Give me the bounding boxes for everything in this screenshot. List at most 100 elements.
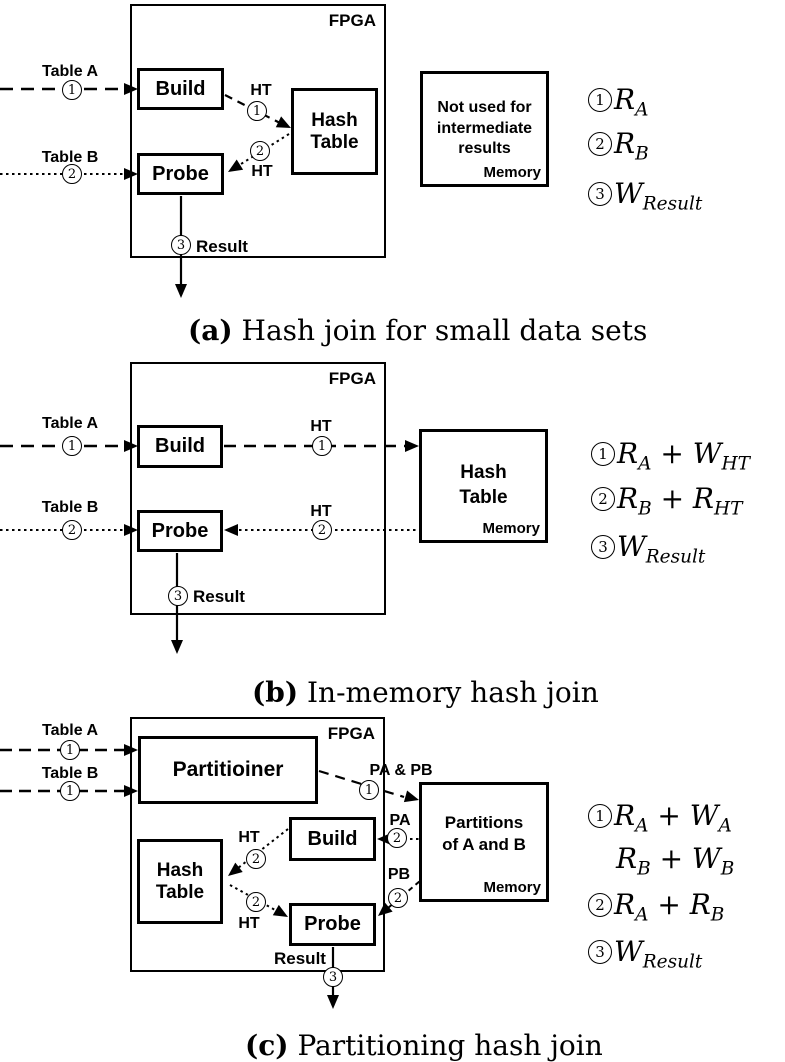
result-label-b: Result [193, 587, 245, 606]
formula-expr: RB [614, 127, 649, 165]
formula-circle: 1 [591, 442, 615, 466]
build-box-c: Build [289, 817, 376, 861]
fpga-label-b: FPGA [328, 369, 376, 388]
formula-circle: 3 [588, 940, 612, 964]
formula-a-1: 1 RA [588, 83, 649, 121]
formula-circle: 1 [588, 804, 612, 828]
formula-expr: RB + RHT [617, 482, 743, 520]
result-label-c: Result [274, 949, 326, 968]
formula-expr: WResult [614, 935, 703, 973]
build-label-c: Build [307, 827, 358, 850]
formula-c-1b: RB + WB [616, 842, 735, 880]
ht-label-a-build: HT [250, 82, 272, 99]
probe-label-b: Probe [151, 519, 209, 542]
formula-expr: RA + RB [614, 888, 725, 926]
formula-c-1: 1 RA + WA [588, 799, 732, 837]
formula-a-2: 2 RB [588, 127, 649, 165]
step-circle-c-ht2: 2 [246, 892, 266, 912]
table-b-label-c: Table B [41, 765, 99, 782]
formula-circle: 2 [588, 893, 612, 917]
fpga-label-c: FPGA [327, 724, 375, 743]
hash-table-label-a: Hash Table [310, 110, 359, 153]
formula-expr: RA + WHT [617, 437, 750, 475]
formula-expr: RB + WB [616, 842, 735, 880]
step-circle-c-input1: 1 [60, 740, 80, 760]
formula-c-3: 3 WResult [588, 935, 703, 973]
caption-a-tag: (a) [188, 314, 233, 347]
formula-b-2: 2 RB + RHT [591, 482, 743, 520]
step-circle-b-input1: 1 [62, 436, 82, 456]
formula-circle: 2 [588, 132, 612, 156]
caption-c: (c) Partitioning hash join [245, 1029, 603, 1062]
formula-expr: RA + WA [614, 799, 732, 837]
partitioner-label-c: Partitioiner [172, 758, 284, 782]
partitions-memory-box-c: Partitions of A and B Memory [419, 782, 549, 902]
step-circle-a-ht1: 1 [247, 101, 267, 121]
step-circle-c-papb: 1 [359, 780, 379, 800]
pb-label-c: PB [387, 866, 411, 883]
formula-expr: RA [614, 83, 649, 121]
table-a-label-b: Table A [41, 415, 99, 432]
formula-b-1: 1 RA + WHT [591, 437, 750, 475]
step-circle-c-pa: 2 [387, 828, 407, 848]
ht-label-c-probe: HT [238, 915, 260, 932]
memory-label-a: Memory [483, 164, 541, 181]
caption-b: (b) In-memory hash join [252, 676, 599, 709]
fpga-label-a: FPGA [328, 11, 376, 30]
partitions-label-c: Partitions of A and B [442, 812, 526, 854]
table-b-label-b: Table B [41, 499, 99, 516]
memory-label-c: Memory [483, 879, 541, 896]
pa-label-c: PA [389, 812, 411, 829]
formula-b-3: 3 WResult [591, 530, 706, 568]
step-circle-b-input2: 2 [62, 520, 82, 540]
partitioner-box-c: Partitioiner [138, 736, 318, 804]
formula-a-3: 3 WResult [588, 177, 703, 215]
caption-c-text: Partitioning hash join [288, 1029, 603, 1062]
step-circle-b-ht1: 1 [312, 436, 332, 456]
memory-box-a: Not used for intermediate results Memory [420, 71, 549, 187]
formula-expr: WResult [617, 530, 706, 568]
formula-circle: 3 [588, 182, 612, 206]
step-circle-a-input2: 2 [62, 164, 82, 184]
build-label-a: Build [155, 77, 206, 100]
table-a-label-a: Table A [41, 63, 99, 80]
ht-label-c-build: HT [238, 829, 260, 846]
build-box-b: Build [137, 425, 223, 468]
step-circle-b-result: 3 [168, 586, 188, 606]
result-label-a: Result [196, 237, 248, 256]
ht-label-b-build: HT [310, 418, 332, 435]
formula-circle: 3 [591, 535, 615, 559]
caption-a: (a) Hash join for small data sets [188, 314, 647, 347]
formula-c-2: 2 RA + RB [588, 888, 725, 926]
step-circle-c-ht1: 2 [246, 849, 266, 869]
step-circle-b-ht2: 2 [312, 520, 332, 540]
build-label-b: Build [155, 435, 205, 458]
ht-label-a-probe: HT [251, 163, 273, 180]
step-circle-c-input2: 1 [60, 781, 80, 801]
probe-label-a: Probe [152, 162, 209, 185]
ht-label-b-probe: HT [310, 503, 332, 520]
build-box-a: Build [137, 68, 224, 110]
hash-table-box-a: Hash Table [291, 88, 378, 175]
caption-b-tag: (b) [252, 676, 299, 709]
caption-c-tag: (c) [245, 1029, 289, 1062]
step-circle-a-ht2: 2 [250, 141, 270, 161]
probe-box-b: Probe [137, 510, 223, 552]
hash-table-box-c: Hash Table [137, 839, 223, 924]
step-circle-a-input1: 1 [62, 80, 82, 100]
step-circle-a-result: 3 [171, 235, 191, 255]
hash-table-label-b: Hash Table [459, 462, 508, 508]
probe-box-c: Probe [289, 903, 376, 946]
table-b-label-a: Table B [41, 149, 99, 166]
probe-box-a: Probe [137, 153, 224, 195]
hash-table-label-c: Hash Table [155, 860, 205, 903]
formula-expr: WResult [614, 177, 703, 215]
fpga-box-a: FPGA [130, 4, 386, 258]
formula-circle: 2 [591, 487, 615, 511]
probe-label-c: Probe [304, 913, 361, 936]
memory-text-a: Not used for intermediate results [436, 98, 533, 158]
caption-b-text: In-memory hash join [298, 676, 599, 709]
formula-circle: 1 [588, 88, 612, 112]
table-a-label-c: Table A [41, 722, 99, 739]
